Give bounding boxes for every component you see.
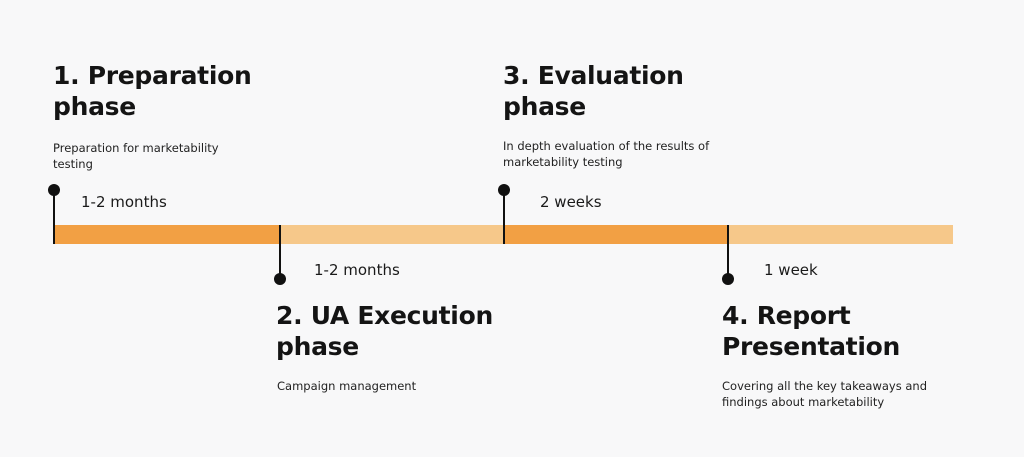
marker-line-ua-execution — [279, 225, 281, 277]
timeline-segment-preparation — [54, 225, 280, 244]
phase-description-evaluation: In depth evaluation of the results of ma… — [503, 139, 710, 169]
timeline-segment-ua-execution — [280, 225, 504, 244]
marker-line-preparation — [53, 192, 55, 244]
phase-description-preparation: Preparation for marketability testing — [53, 141, 219, 171]
phase-duration-preparation: 1-2 months — [81, 193, 167, 211]
phase-description-ua-execution: Campaign management — [277, 379, 417, 393]
phase-duration-report: 1 week — [764, 261, 818, 279]
phase-duration-ua-execution: 1-2 months — [314, 261, 400, 279]
marker-line-evaluation — [503, 192, 505, 244]
phase-title-ua-execution: 2. UA Execution phase — [276, 301, 493, 361]
marker-dot-preparation — [48, 184, 60, 196]
phase-duration-evaluation: 2 weeks — [540, 193, 602, 211]
phase-description-report: Covering all the key takeaways and findi… — [722, 379, 927, 409]
marker-line-report — [727, 225, 729, 277]
timeline-segment-evaluation — [504, 225, 728, 244]
phase-title-report: 4. Report Presentation — [722, 301, 900, 361]
timeline-segment-report — [728, 225, 953, 244]
marker-dot-evaluation — [498, 184, 510, 196]
phase-title-evaluation: 3. Evaluation phase — [503, 61, 684, 121]
phase-title-preparation: 1. Preparation phase — [53, 61, 252, 121]
marker-dot-report — [722, 273, 734, 285]
marker-dot-ua-execution — [274, 273, 286, 285]
